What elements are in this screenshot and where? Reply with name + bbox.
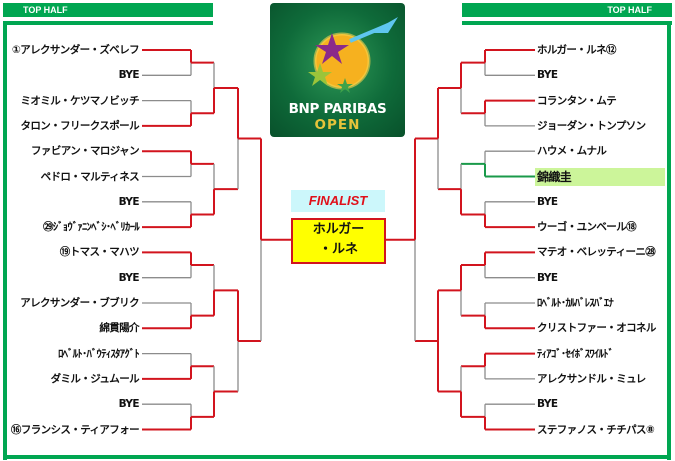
finalist-label: FINALIST (291, 190, 385, 212)
left-player-name: ⑯フランシス・ティアフォー (10, 423, 140, 436)
highlighted-player-name: 錦織圭 (535, 167, 665, 186)
right-player-name: ステファノス・チチパス⑧ (537, 423, 655, 436)
right-player-name: BYE (537, 195, 558, 208)
right-player-name: BYE (537, 69, 558, 82)
left-player-name: ⑲トマス・マハツ (59, 246, 140, 259)
left-player-name: アレクサンダー・ブブリク (20, 297, 139, 309)
left-player-name: BYE (118, 398, 140, 411)
left-player-name: ㉙ｼﾞｮｳﾞｧﾆﾝﾍﾞｼ･ﾍﾞﾘｶｰﾙ (43, 221, 140, 234)
logo-text-sponsor: BNP PARIBAS (288, 101, 387, 117)
left-player-name: ﾛﾍﾞﾙﾄ･ﾊﾞｳﾃｨｽﾀｱｸﾞﾄ (58, 347, 139, 360)
left-player-name: 綿貫陽介 (99, 322, 139, 335)
left-player-name: BYE (118, 195, 140, 208)
left-player-name: ダミル・ジュムール (50, 372, 140, 385)
logo-text-open: OPEN (314, 117, 361, 133)
finalist-name-line2: ・ルネ (318, 242, 358, 257)
frame-top-left (3, 21, 213, 25)
frame-left (3, 21, 7, 460)
right-section-header: TOP HALF (462, 3, 672, 17)
frame-top-right (462, 21, 672, 25)
right-player-name: ホルガー・ルネ⑫ (537, 44, 616, 56)
right-player-name: クリストファー・オコネル (537, 322, 656, 335)
left-player-name: ①アレクサンダー・ズベレフ (11, 44, 140, 56)
right-player-name: マテオ・ベレッティーニ㉘ (537, 246, 656, 259)
left-section-header: TOP HALF (3, 3, 213, 17)
finalist-box: ホルガー ・ルネ (291, 218, 386, 264)
right-player-name: ジョーダン・トンプソン (537, 119, 646, 132)
right-player-name: ﾃｨｱｺﾞ･ｾｲﾎﾞｽﾜｲﾙﾄﾞ (537, 347, 614, 360)
right-player-name: ウーゴ・ユンベール⑱ (537, 221, 637, 234)
left-player-name: BYE (118, 271, 140, 284)
frame-bottom (3, 455, 671, 459)
tournament-logo: BNP PARIBAS OPEN (270, 3, 405, 137)
left-player-name: ファビアン・マロジャン (31, 145, 140, 158)
left-player-name: ミオミル・ケツマノビッチ (20, 94, 140, 107)
right-player-name: ﾛﾍﾞﾙﾄ･ｶﾙﾊﾞﾚｽﾊﾞｴﾅ (537, 297, 614, 309)
right-player-name: ハウメ・ムナル (537, 145, 607, 158)
left-player-name: タロン・フリークスポール (20, 119, 140, 132)
frame-right (667, 21, 671, 460)
right-player-name: アレクサンドル・ミュレ (537, 372, 646, 385)
left-player-name: BYE (118, 69, 140, 82)
right-player-name: コランタン・ムテ (537, 94, 617, 107)
finalist-name-line1: ホルガー (312, 222, 365, 237)
left-player-name: ペドロ・マルティネス (40, 170, 140, 183)
right-player-name: BYE (537, 271, 558, 284)
right-player-name: BYE (537, 398, 558, 411)
logo-graphic (308, 17, 398, 93)
